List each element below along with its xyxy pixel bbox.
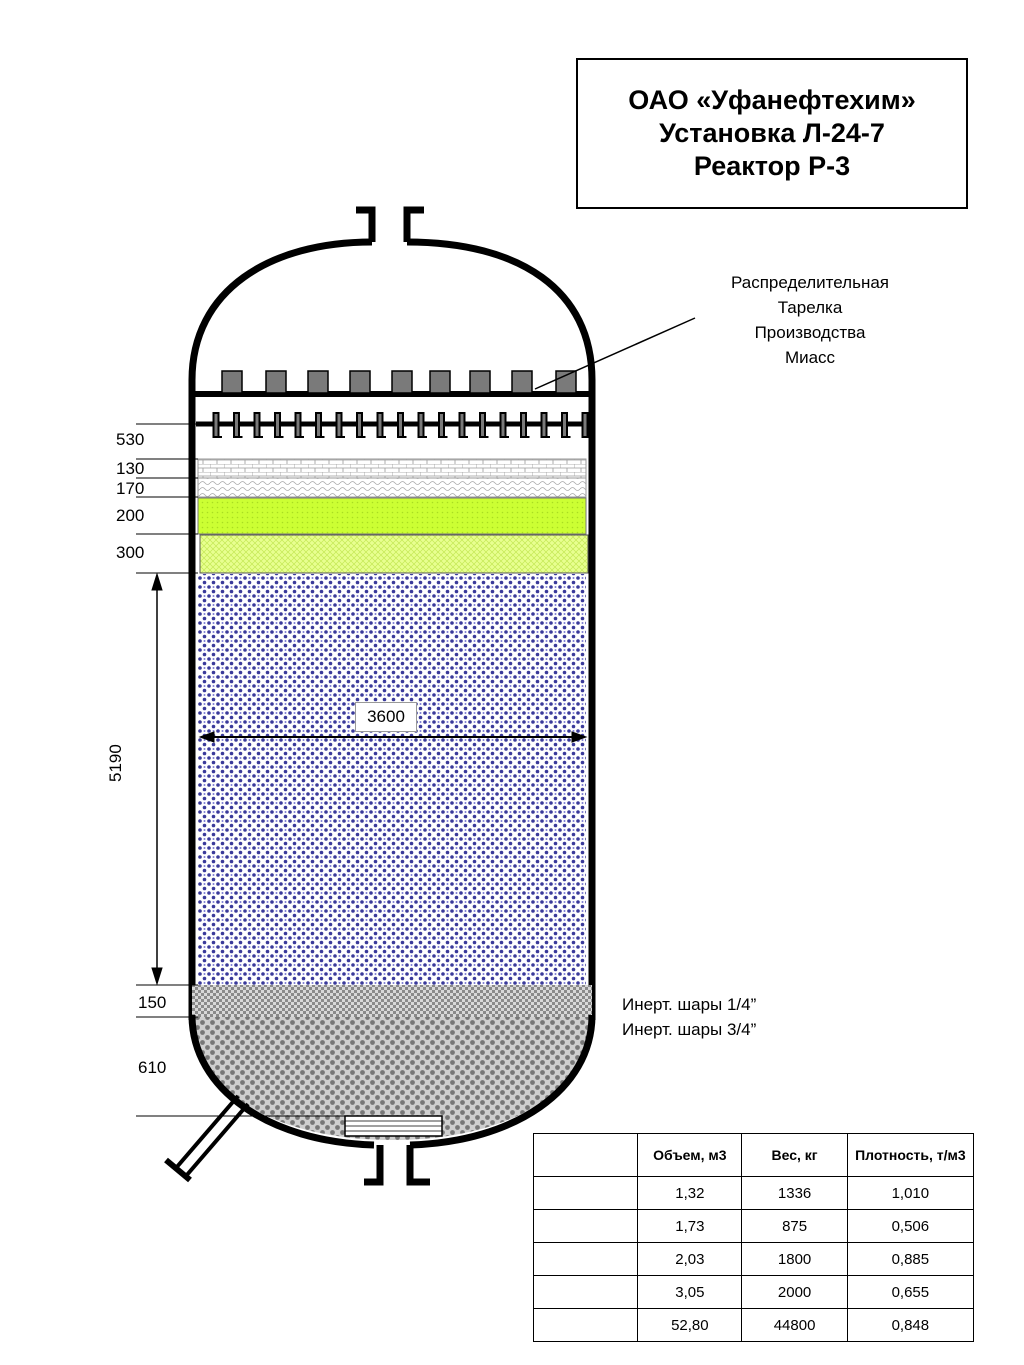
downcomer-tube xyxy=(499,412,507,438)
distributor-downcomers xyxy=(212,412,591,438)
table-cell: 2000 xyxy=(741,1275,848,1309)
layer-brick xyxy=(197,458,587,479)
downcomer-tube xyxy=(581,412,589,438)
table-cell: 1,32 xyxy=(637,1176,743,1210)
downcomer-tube xyxy=(540,412,548,438)
table-cell: 2,03 xyxy=(637,1242,743,1276)
tray-nozzles xyxy=(221,370,577,394)
height-dimension-arrow xyxy=(151,572,163,986)
callout-line-4: Миасс xyxy=(784,348,836,367)
downcomer-tube xyxy=(335,412,343,438)
dim-label-530: 530 xyxy=(116,430,145,449)
downcomer-tube xyxy=(438,412,445,438)
bottom-nozzle xyxy=(364,1145,430,1186)
callout-line-3: Производства xyxy=(754,323,866,342)
downcomer-tube xyxy=(356,412,363,438)
callout-line-1: Распределительная xyxy=(730,273,889,292)
table-cell: 1,010 xyxy=(846,1176,975,1210)
downcomer-tube xyxy=(376,412,384,438)
layer-green-300 xyxy=(199,534,589,574)
table-header-weight: Вес, кг xyxy=(741,1133,848,1177)
table-header-cell xyxy=(532,1133,639,1177)
downcomer-tube xyxy=(520,412,527,438)
downcomer-tube xyxy=(253,412,261,438)
callout-line-2: Тарелка xyxy=(777,298,843,317)
table-cell xyxy=(532,1176,639,1210)
table-cell: 0,848 xyxy=(846,1308,975,1342)
table-header-density: Плотность, т/м3 xyxy=(846,1133,975,1177)
dim-label-170: 170 xyxy=(116,479,145,498)
layer-catalyst xyxy=(198,574,586,985)
tray-callout: Распределительная Тарелка Производства М… xyxy=(700,270,920,370)
downcomer-tube xyxy=(561,412,568,438)
width-dimension-arrow xyxy=(198,731,588,743)
downcomer-tube xyxy=(294,412,302,438)
downcomer-tube xyxy=(274,412,281,438)
table-cell: 1,73 xyxy=(637,1209,743,1243)
side-drain-nozzle xyxy=(164,1094,250,1183)
table-row: 1,73 875 0,506 xyxy=(532,1209,975,1243)
title-reactor: Реактор Р-3 xyxy=(693,151,851,181)
callout-leader xyxy=(534,317,696,390)
downcomer-tube xyxy=(233,412,240,438)
downcomer-tube xyxy=(479,412,486,438)
dim-label-200: 200 xyxy=(116,506,145,525)
table-cell xyxy=(532,1209,639,1243)
dim-label-5190: 5190 xyxy=(106,744,125,782)
dim-label-300: 300 xyxy=(116,543,145,562)
table-cell: 0,655 xyxy=(846,1275,975,1309)
table-cell: 1800 xyxy=(741,1242,848,1276)
title-unit: Установка Л-24-7 xyxy=(659,118,885,148)
downcomer-tube xyxy=(212,412,220,438)
title-box: ОАО «Уфанефтехим» Установка Л-24-7 Реакт… xyxy=(576,58,968,209)
downcomer-tube xyxy=(315,412,322,438)
table-row: 3,05 2000 0,655 xyxy=(532,1275,975,1309)
table-cell xyxy=(532,1308,639,1342)
table-cell: 875 xyxy=(741,1209,848,1243)
layer-inert-small xyxy=(192,985,592,1017)
downcomer-tube xyxy=(397,412,404,438)
downcomer-tube xyxy=(417,412,425,438)
dim-label-150: 150 xyxy=(138,993,167,1012)
table-cell xyxy=(532,1242,639,1276)
inert-small-label: Инерт. шары 1/4” xyxy=(622,995,757,1014)
dimension-lines xyxy=(136,423,345,1117)
table-cell: 44800 xyxy=(741,1308,848,1342)
top-nozzle xyxy=(356,206,424,242)
layer-wave xyxy=(197,477,587,498)
table-cell: 3,05 xyxy=(637,1275,743,1309)
table-row: 1,32 1336 1,010 xyxy=(532,1176,975,1210)
dim-label-130: 130 xyxy=(116,459,145,478)
table-cell: 52,80 xyxy=(637,1308,743,1342)
inert-large-label: Инерт. шары 3/4” xyxy=(622,1020,757,1039)
dim-label-610: 610 xyxy=(138,1058,167,1077)
layer-green-200 xyxy=(197,497,587,535)
downcomer-tube xyxy=(458,412,466,438)
layer-data-table: Объем, м3 Вес, кг Плотность, т/м3 1,32 1… xyxy=(532,1133,975,1342)
table-row: 2,03 1800 0,885 xyxy=(532,1242,975,1276)
table-cell: 0,506 xyxy=(846,1209,975,1243)
table-row: 52,80 44800 0,848 xyxy=(532,1308,975,1342)
dim-label-width: 3600 xyxy=(355,702,417,732)
table-cell xyxy=(532,1275,639,1309)
table-cell: 1336 xyxy=(741,1176,848,1210)
table-cell: 0,885 xyxy=(846,1242,975,1276)
title-company: ОАО «Уфанефтехим» xyxy=(628,85,916,115)
table-header-row: Объем, м3 Вес, кг Плотность, т/м3 xyxy=(532,1133,975,1177)
table-header-volume: Объем, м3 xyxy=(637,1133,743,1177)
outlet-strainer-grid xyxy=(345,1120,442,1132)
top-dome xyxy=(188,238,596,395)
